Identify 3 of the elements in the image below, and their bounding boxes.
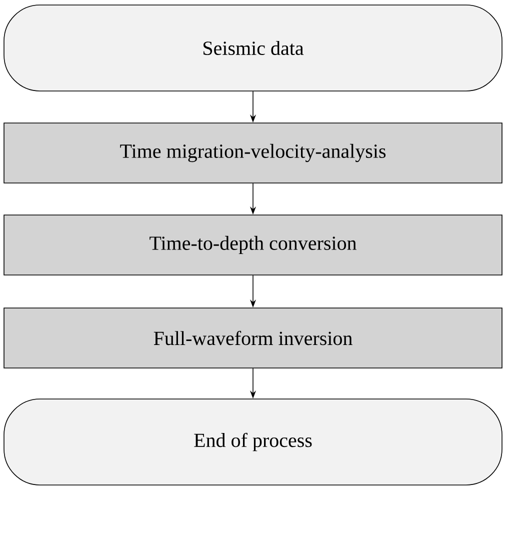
- process-box: Time-to-depth conversion: [4, 214, 502, 276]
- process-box: Full-waveform inversion: [4, 308, 502, 368]
- process-box: Time migration-velocity-analysis: [4, 122, 502, 184]
